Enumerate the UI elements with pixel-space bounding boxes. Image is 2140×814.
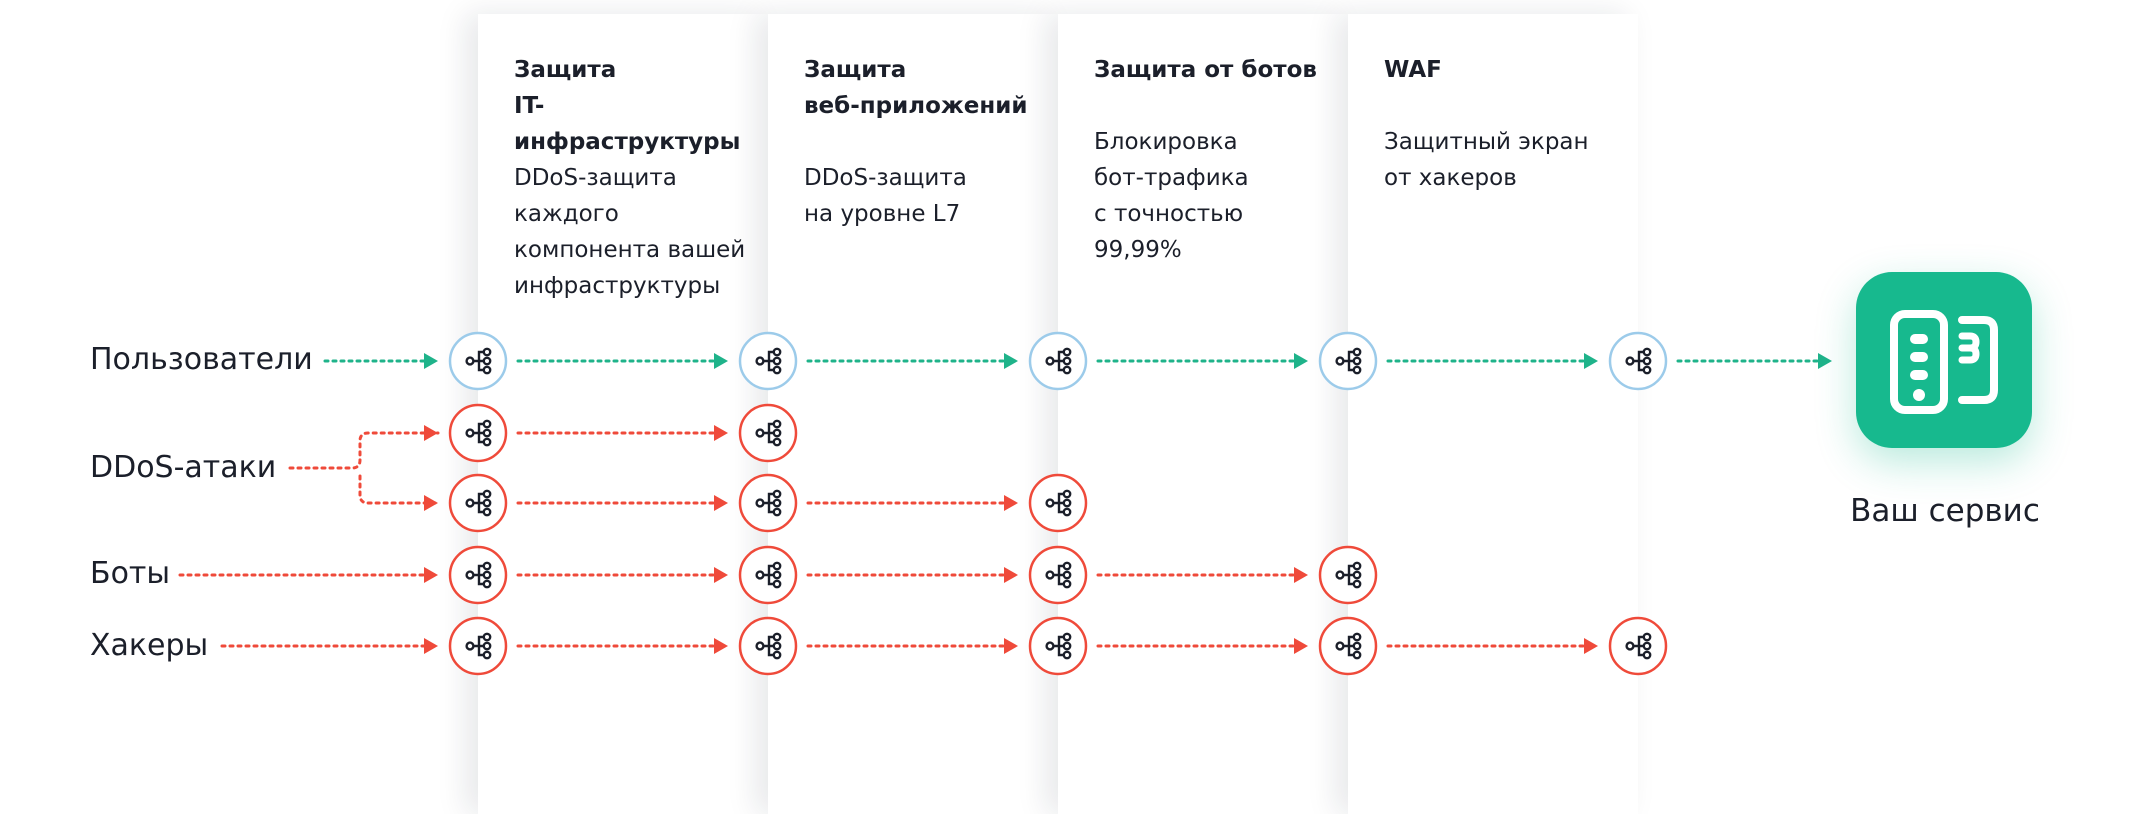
arrow-head-icon: [1584, 353, 1598, 369]
flow-arrow: [1096, 567, 1308, 583]
column-title: Защита IT-инфраструктуры: [514, 57, 741, 155]
arrow-head-icon: [1294, 567, 1308, 583]
arrow-head-icon: [1818, 353, 1832, 369]
service-device-icon: [1890, 310, 1998, 414]
arrow-head-icon: [714, 495, 728, 511]
flow-arrow: [806, 495, 1018, 511]
network-node-icon: [738, 331, 798, 391]
network-node-icon: [1318, 545, 1378, 605]
arrow-head-icon: [714, 638, 728, 654]
service-tile: [1856, 272, 2032, 448]
network-node-icon: [448, 545, 508, 605]
arrow-head-icon: [1004, 495, 1018, 511]
column-description: Блокировка бот-трафика с точностью 99,99…: [1094, 129, 1249, 263]
arrow-head-icon: [424, 425, 438, 441]
network-node-icon: [1028, 331, 1088, 391]
network-node-icon: [738, 616, 798, 676]
row-label-bots: Боты: [90, 556, 171, 591]
network-node-icon: [448, 403, 508, 463]
column-description: DDoS-защита каждого компонента вашей инф…: [514, 165, 746, 299]
column-description: Защитный экран от хакеров: [1384, 129, 1589, 191]
flow-arrow: [178, 567, 438, 583]
column-description: DDoS-защита на уровне L7: [804, 165, 967, 227]
flow-arrow: [516, 425, 728, 441]
service-label: Ваш сервис: [1850, 493, 2040, 529]
arrow-head-icon: [714, 567, 728, 583]
column-title: WAF: [1384, 57, 1442, 83]
network-node-icon: [1608, 331, 1668, 391]
flow-arrow: [806, 353, 1018, 369]
arrow-head-icon: [424, 638, 438, 654]
flow-arrow: [323, 353, 438, 369]
column-it-infrastructure: Защита IT-инфраструктуры DDoS-защита каж…: [478, 14, 768, 814]
flow-arrow: [220, 638, 438, 654]
column-title: Защита от ботов: [1094, 57, 1317, 83]
network-node-icon: [738, 473, 798, 533]
row-label-ddos: DDoS-атаки: [90, 450, 277, 485]
arrow-head-icon: [714, 353, 728, 369]
network-node-icon: [448, 616, 508, 676]
arrow-head-icon: [1294, 638, 1308, 654]
network-node-icon: [738, 403, 798, 463]
network-node-icon: [448, 331, 508, 391]
flow-arrow: [516, 567, 728, 583]
flow-arrow: [1096, 638, 1308, 654]
flow-arrow: [1096, 353, 1308, 369]
network-node-icon: [1028, 473, 1088, 533]
arrow-head-icon: [424, 353, 438, 369]
arrow-head-icon: [1294, 353, 1308, 369]
network-node-icon: [1028, 616, 1088, 676]
column-web-apps: Защита веб-приложений DDoS-защита на уро…: [768, 14, 1058, 814]
row-label-hackers: Хакеры: [90, 628, 209, 663]
arrow-head-icon: [424, 495, 438, 511]
flow-arrow: [516, 353, 728, 369]
network-node-icon: [1028, 545, 1088, 605]
column-waf: WAF Защитный экран от хакеров: [1348, 14, 1638, 814]
column-bot-protection: Защита от ботов Блокировка бот-трафика с…: [1058, 14, 1348, 814]
network-node-icon: [448, 473, 508, 533]
arrow-head-icon: [424, 567, 438, 583]
network-node-icon: [738, 545, 798, 605]
flow-arrow: [516, 495, 728, 511]
network-node-icon: [1608, 616, 1668, 676]
arrow-head-icon: [1004, 353, 1018, 369]
column-title: Защита веб-приложений: [804, 57, 1028, 119]
flow-arrow: [806, 567, 1018, 583]
network-node-icon: [1318, 616, 1378, 676]
flow-arrow: [806, 638, 1018, 654]
flow-arrow: [1676, 353, 1832, 369]
arrow-head-icon: [1004, 567, 1018, 583]
arrow-head-icon: [1584, 638, 1598, 654]
arrow-head-icon: [1004, 638, 1018, 654]
arrow-head-icon: [714, 425, 728, 441]
network-node-icon: [1318, 331, 1378, 391]
flow-arrow: [1386, 638, 1598, 654]
flow-arrow: [1386, 353, 1598, 369]
row-label-users: Пользователи: [90, 342, 313, 377]
flow-arrow: [516, 638, 728, 654]
ddos-branch-line: [288, 431, 440, 505]
